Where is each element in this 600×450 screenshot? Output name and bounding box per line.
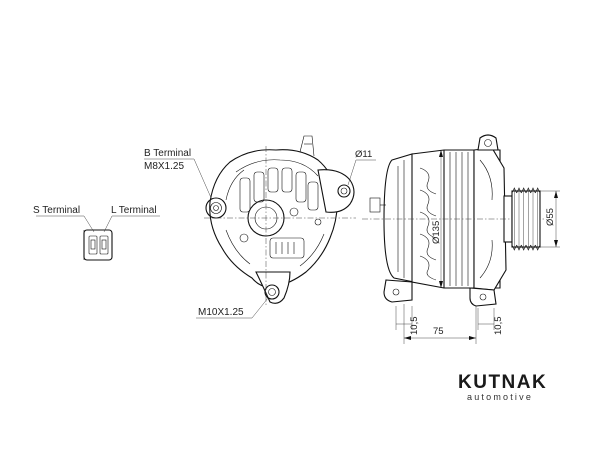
pulley-body [511, 190, 541, 248]
l-terminal-callout: L Terminal [103, 205, 160, 233]
brand-tagline: automotive [467, 392, 533, 402]
hole-diameter-label: Ø11 [355, 149, 372, 160]
terminal-connector [83, 229, 113, 261]
length-label: 75 [433, 326, 444, 337]
s-terminal-label: S Terminal [33, 205, 80, 216]
b-terminal-thread-label: M8X1.25 [144, 161, 184, 172]
s-terminal-callout: S Terminal [33, 205, 95, 233]
pulley-diameter-label: Ø55 [545, 208, 556, 226]
alternator-side-view [362, 134, 546, 307]
m10-callout: M10X1.25 [196, 297, 269, 319]
right-offset-label: 10,5 [493, 317, 504, 336]
pulley [511, 187, 541, 251]
left-offset-dimension: 10,5 [395, 306, 420, 336]
right-offset-dimension: 10,5 [477, 308, 504, 336]
body-diameter-dimension: Ø135 [431, 150, 443, 288]
alternator-rear-view [204, 135, 356, 306]
b-terminal-callout: B Terminal M8X1.25 [144, 148, 213, 201]
kutnak-logo: KUTNAK automotive [458, 372, 547, 402]
m10-thread-label: M10X1.25 [198, 307, 244, 318]
pulley-diameter-dimension: Ø55 [540, 190, 560, 248]
hole-diameter-callout: Ø11 [347, 149, 376, 186]
l-terminal-label: L Terminal [111, 205, 157, 216]
left-offset-label: 10,5 [409, 317, 420, 336]
brand-name: KUTNAK [458, 372, 547, 393]
b-terminal-label: B Terminal [144, 148, 191, 159]
body-diameter-label: Ø135 [431, 221, 442, 244]
